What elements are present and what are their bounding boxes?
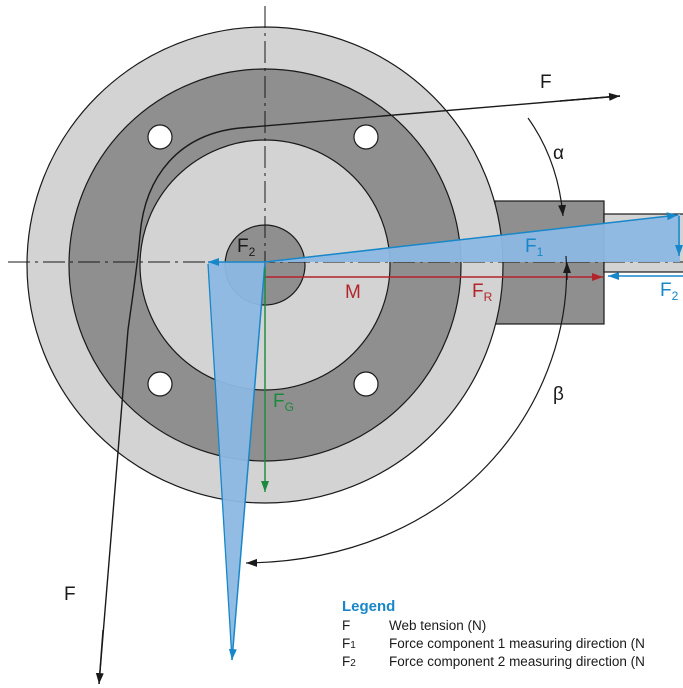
legend-row: F1 Force component 1 measuring direction… <box>342 635 683 653</box>
label-f2-right: F2 <box>660 280 679 303</box>
vertical-force-arrow <box>228 261 266 661</box>
beta-arc <box>245 255 568 567</box>
label-m: M <box>345 282 361 303</box>
legend-symbol: F <box>342 618 351 633</box>
label-f2-center: F2 <box>237 236 256 259</box>
f1-arrow <box>264 212 679 263</box>
label-fg: FG <box>273 391 294 414</box>
label-f-top: F <box>540 72 552 93</box>
legend-text: Force component 1 measuring direction (N <box>389 636 645 651</box>
label-fr: FR <box>472 281 493 304</box>
legend-symbol: F2 <box>342 654 356 669</box>
label-alpha: α <box>553 143 564 164</box>
triangle-edge <box>207 263 233 661</box>
web-arrow-top <box>559 92 621 102</box>
bolt-hole <box>147 371 173 397</box>
legend-symbol: F1 <box>342 636 356 651</box>
legend: Legend F Web tension (N) F1 Force compon… <box>342 598 683 671</box>
bolt-hole <box>353 371 379 397</box>
force-triangle-vertical <box>208 262 265 660</box>
label-beta: β <box>553 384 564 405</box>
legend-title: Legend <box>342 598 396 615</box>
web-path <box>98 95 621 685</box>
label-f-left: F <box>64 584 76 605</box>
alpha-arc <box>527 117 567 217</box>
legend-text: Force component 2 measuring direction (N <box>389 654 645 669</box>
legend-text: Web tension (N) <box>389 618 487 633</box>
label-f1: F1 <box>525 236 544 259</box>
bolt-hole <box>147 124 173 150</box>
web-arrow-bottom <box>95 629 104 685</box>
legend-row: F2 Force component 2 measuring direction… <box>342 653 683 671</box>
bolt-hole <box>353 124 379 150</box>
legend-row: F Web tension (N) <box>342 617 683 635</box>
